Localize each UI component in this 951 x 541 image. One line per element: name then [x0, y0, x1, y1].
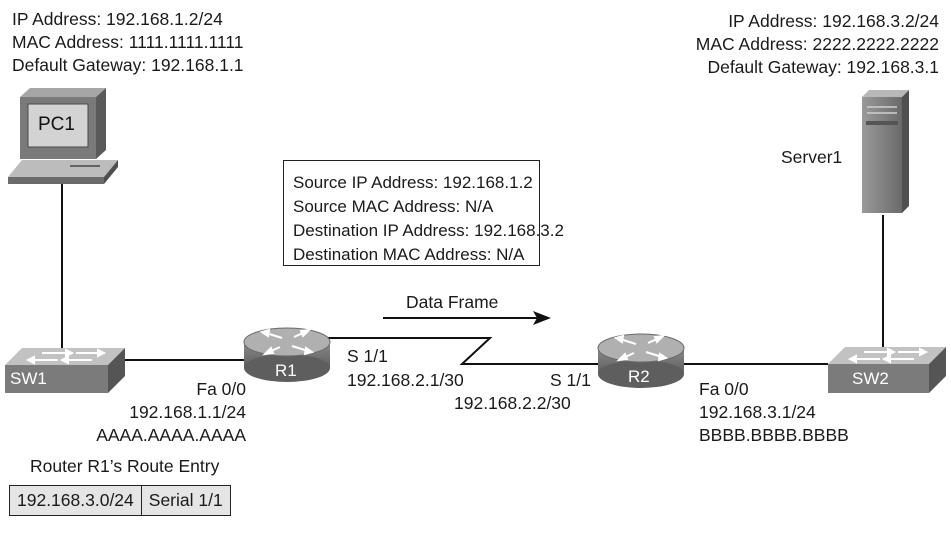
pc1-mac: MAC Address: 1111.1111.1111 — [12, 32, 244, 52]
r1-fa-info: Fa 0/0 192.168.1.1/24 AAAA.AAAA.AAAA — [96, 378, 246, 447]
server1-ip: IP Address: 192.168.3.2/24 — [728, 11, 939, 31]
r2-serial-if: S 1/1 — [550, 370, 591, 390]
server1-mac: MAC Address: 2222.2222.2222 — [695, 34, 939, 54]
r1-icon — [243, 327, 331, 382]
r2-icon — [597, 333, 685, 388]
pc1-label: PC1 — [38, 114, 75, 135]
server1-label: Server1 — [781, 147, 843, 167]
sw1-icon — [5, 348, 125, 393]
r1-fa-ip: 192.168.1.1/24 — [129, 402, 246, 422]
pc1-info: IP Address: 192.168.1.2/24 MAC Address: … — [12, 8, 244, 77]
r1-serial-if: S 1/1 — [347, 346, 388, 366]
r1-fa-if: Fa 0/0 — [196, 379, 246, 399]
r2-fa-if: Fa 0/0 — [699, 379, 749, 399]
route-interface-cell: Serial 1/1 — [140, 485, 231, 516]
packet-src-ip: Source IP Address: 192.168.1.2 — [293, 173, 533, 192]
packet-dst-ip: Destination IP Address: 192.168.3.2 — [293, 221, 564, 240]
r2-fa-ip: 192.168.3.1/24 — [699, 402, 816, 422]
pc1-gateway: Default Gateway: 192.168.1.1 — [12, 55, 244, 75]
r1-fa-mac: AAAA.AAAA.AAAA — [96, 425, 246, 445]
route-table-title: Router R1’s Route Entry — [30, 456, 220, 476]
r2-fa-mac: BBBB.BBBB.BBBB — [699, 425, 849, 445]
sw2-icon — [828, 347, 946, 393]
packet-header-box: Source IP Address: 192.168.1.2 Source MA… — [283, 160, 564, 266]
r2-serial-ip: 192.168.2.2/30 — [454, 393, 571, 413]
serial-link-r1-r2 — [328, 337, 600, 365]
links — [61, 177, 884, 365]
data-frame-label: Data Frame — [406, 292, 499, 312]
route-network-cell: 192.168.3.0/24 — [9, 485, 142, 516]
packet-dst-mac: Destination MAC Address: N/A — [293, 245, 525, 264]
pc1-ip: IP Address: 192.168.1.2/24 — [12, 9, 223, 29]
r1-label: R1 — [275, 361, 297, 380]
r2-label: R2 — [628, 367, 650, 386]
r2-fa-info: Fa 0/0 192.168.3.1/24 BBBB.BBBB.BBBB — [699, 378, 849, 447]
route-table: 192.168.3.0/24 Serial 1/1 — [9, 485, 231, 516]
sw1-label: SW1 — [10, 369, 47, 388]
packet-src-mac: Source MAC Address: N/A — [293, 197, 494, 216]
sw2-label: SW2 — [852, 369, 889, 388]
server1-gateway: Default Gateway: 192.168.3.1 — [707, 57, 939, 77]
r1-serial-ip: 192.168.2.1/30 — [347, 370, 464, 390]
server1-icon — [862, 90, 909, 213]
pc1-icon — [8, 88, 118, 184]
server1-info: IP Address: 192.168.3.2/24 MAC Address: … — [696, 10, 939, 79]
data-frame-arrow — [383, 311, 551, 325]
table-row: 192.168.3.0/24 Serial 1/1 — [9, 485, 231, 516]
